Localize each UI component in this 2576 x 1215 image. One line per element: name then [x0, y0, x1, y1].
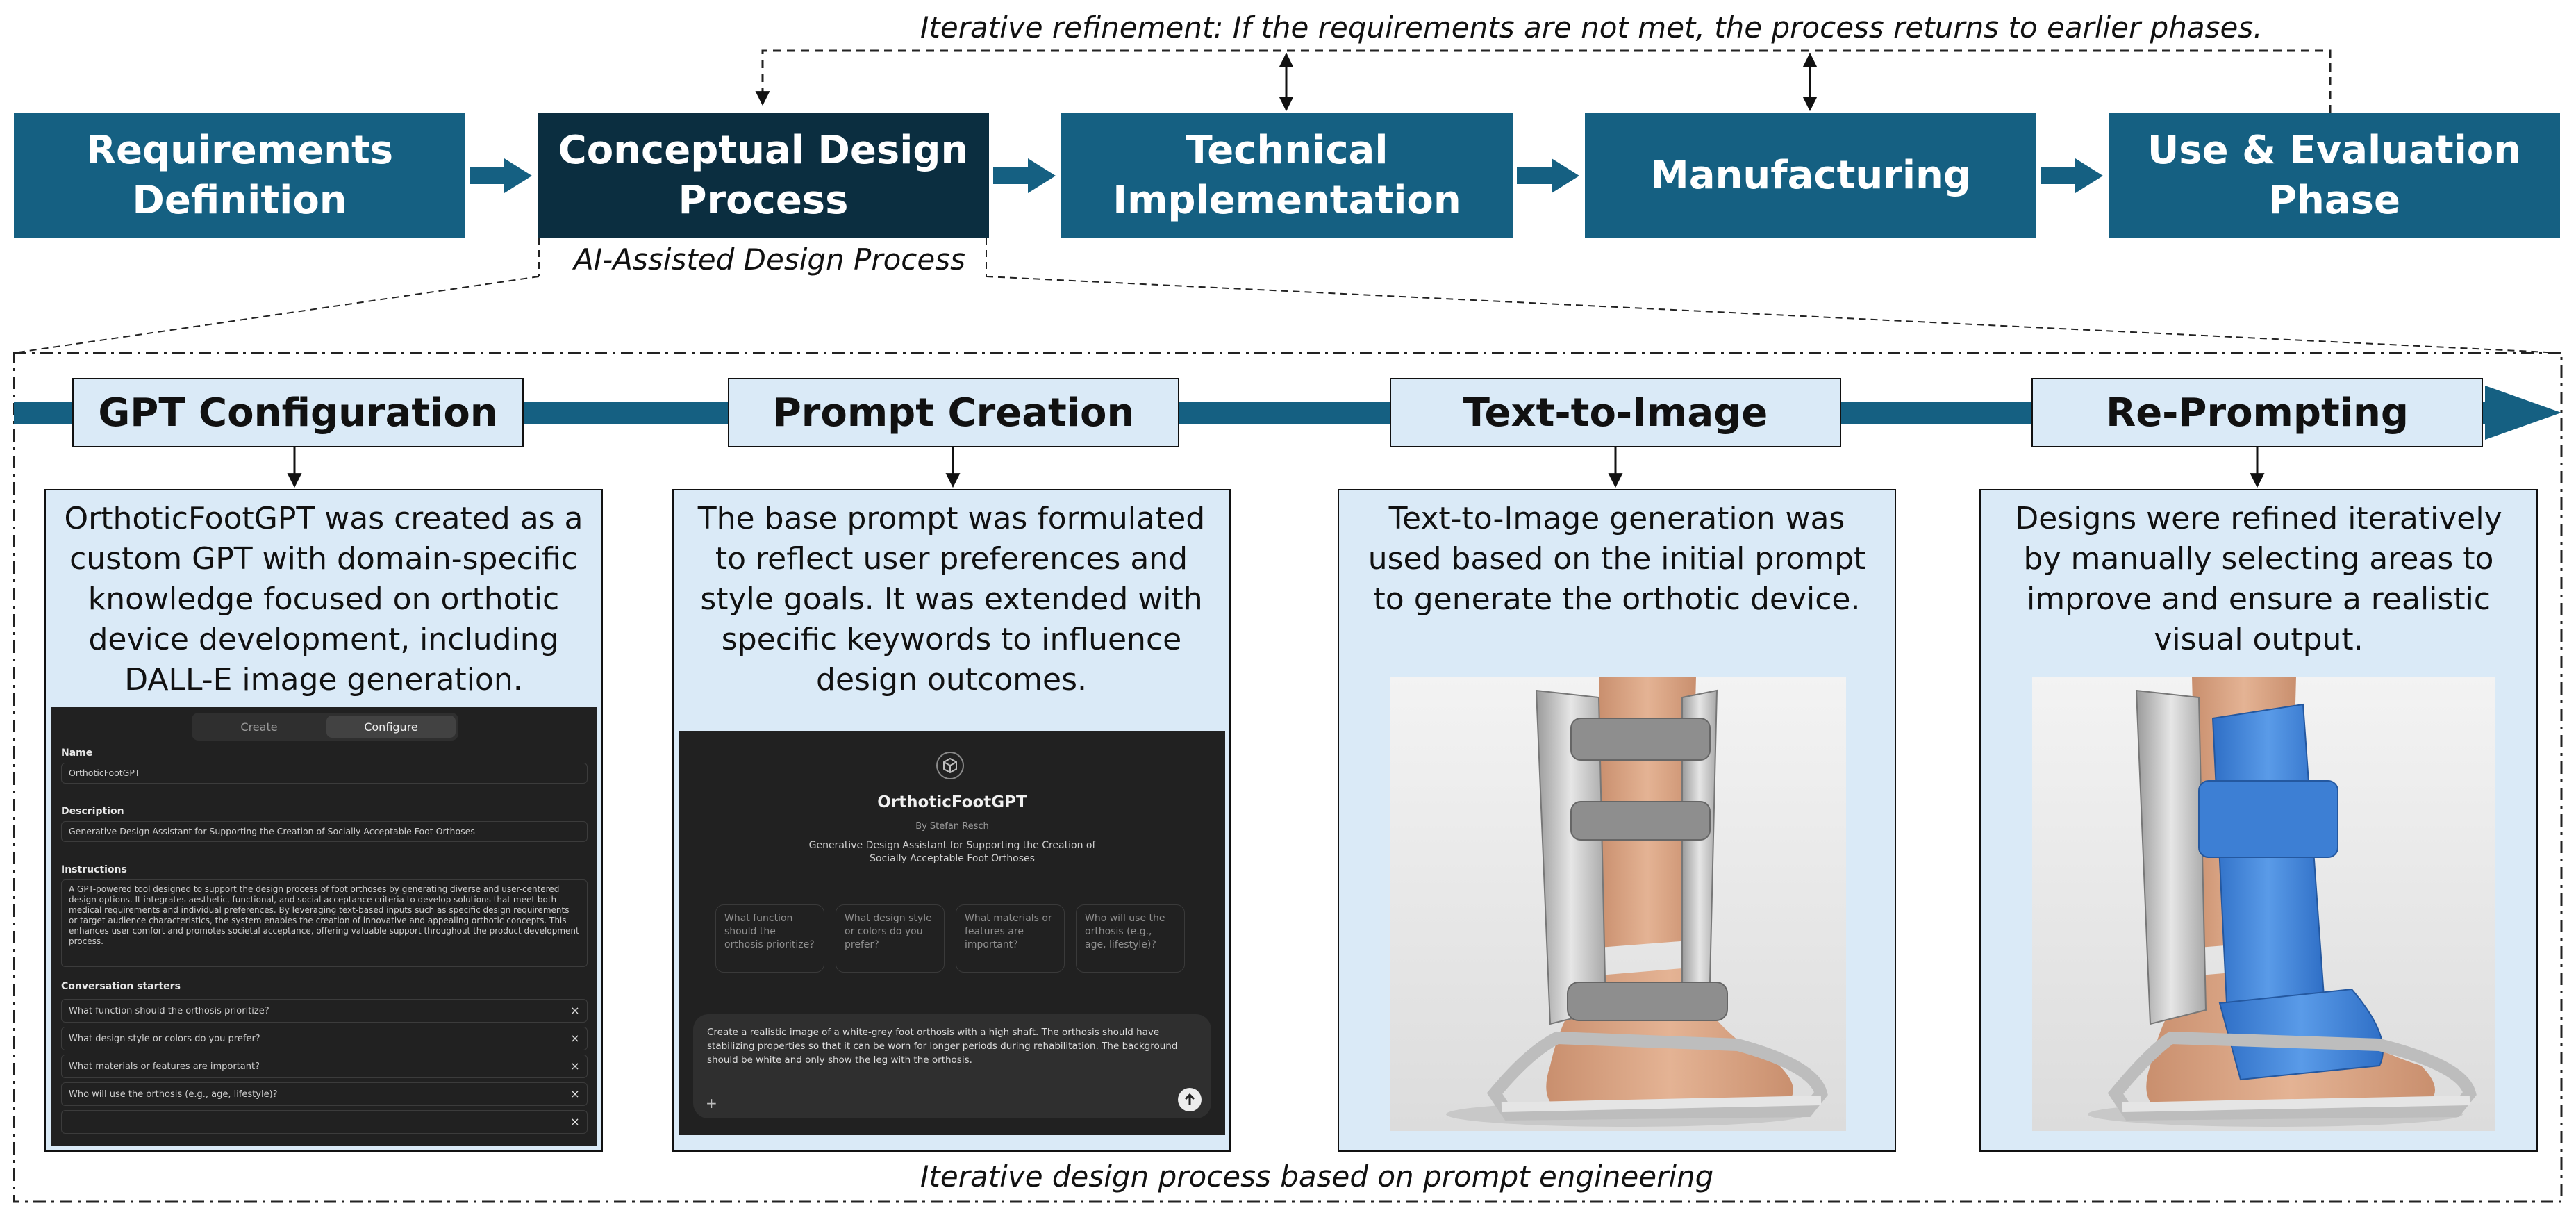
panel-text-to-image: Text-to-Image generation was used based …	[1338, 489, 1896, 1152]
gpt-configure-screenshot: Create Configure Name OrthoticFootGPT De…	[51, 707, 597, 1146]
refinement-loop-line	[755, 49, 2332, 113]
panel-prompt-creation: The base prompt was formulated to reflec…	[672, 489, 1231, 1152]
zoom-line-left-diag	[13, 276, 540, 354]
remove-icon[interactable]: ×	[567, 1032, 583, 1045]
zoom-line-right-diag	[986, 276, 2562, 354]
instructions-field[interactable]: A GPT-powered tool designed to support t…	[61, 879, 588, 967]
phase-requirements-definition: Requirements Definition	[14, 113, 465, 238]
phase-arrow-3	[1517, 158, 1579, 193]
remove-icon[interactable]: ×	[567, 1059, 583, 1073]
tab-configure[interactable]: Configure	[326, 716, 456, 738]
send-button[interactable]	[1178, 1088, 1202, 1111]
phase-label: Technical Implementation	[1113, 128, 1461, 223]
gpt-title: OrthoticFootGPT	[877, 793, 1027, 811]
step-label-re-prompting: Re-Prompting	[2031, 378, 2483, 447]
conversation-starters-label: Conversation starters	[61, 981, 181, 992]
starter-card[interactable]: What design style or colors do you prefe…	[836, 904, 945, 973]
mode-tab-bar: Create Configure	[192, 713, 458, 741]
arrow-up-icon	[1184, 1093, 1195, 1105]
bottom-note: Iterative design process based on prompt…	[920, 1159, 1714, 1193]
panel-description: Text-to-Image generation was used based …	[1368, 501, 1866, 617]
panel-description: Designs were refined iteratively by manu…	[2015, 501, 2502, 657]
starter-item[interactable]: What function should the orthosis priori…	[61, 999, 588, 1023]
instructions-label: Instructions	[61, 864, 127, 875]
gpt-byline: By Stefan Resch	[915, 821, 989, 832]
phase-arrow-1	[470, 158, 532, 193]
phase-label: Requirements Definition	[85, 128, 394, 223]
step-label-gpt-configuration: GPT Configuration	[72, 378, 524, 447]
name-field[interactable]: OrthoticFootGPT	[61, 763, 588, 784]
starter-text: Who will use the orthosis (e.g., age, li…	[69, 1089, 278, 1100]
name-label: Name	[61, 747, 93, 759]
starter-card[interactable]: Who will use the orthosis (e.g., age, li…	[1076, 904, 1185, 973]
phase-manufacturing: Manufacturing	[1585, 113, 2036, 238]
orthosis-grey-image	[1390, 677, 1846, 1131]
phase-arrow-4	[2041, 158, 2103, 193]
timeline-arrowhead	[2485, 386, 2561, 440]
gpt-description: Generative Design Assistant for Supporti…	[808, 840, 1096, 864]
description-label: Description	[61, 806, 124, 817]
phase-label: Manufacturing	[1650, 153, 1971, 198]
remove-icon[interactable]: ×	[567, 1115, 583, 1129]
detail-frame	[13, 352, 2563, 1203]
tab-create[interactable]: Create	[240, 720, 278, 734]
panel-gpt-configuration: OrthoticFootGPT was created as a custom …	[44, 489, 603, 1152]
starter-card[interactable]: What function should the orthosis priori…	[715, 904, 824, 973]
step-label-prompt-creation: Prompt Creation	[728, 378, 1179, 447]
phase-technical-implementation: Technical Implementation	[1061, 113, 1513, 238]
phase-label: Use & Evaluation Phase	[2147, 128, 2522, 223]
starter-card[interactable]: What materials or features are important…	[956, 904, 1065, 973]
phase-arrow-2	[993, 158, 1056, 193]
chat-preview-screenshot: OrthoticFootGPT By Stefan Resch Generati…	[679, 731, 1225, 1135]
remove-icon[interactable]: ×	[567, 1087, 583, 1101]
plus-icon[interactable]: +	[706, 1095, 717, 1111]
cube-icon	[943, 757, 957, 774]
starter-item[interactable]: Who will use the orthosis (e.g., age, li…	[61, 1082, 588, 1106]
description-field[interactable]: Generative Design Assistant for Supporti…	[61, 821, 588, 842]
phase-label: Conceptual Design Process	[558, 128, 969, 223]
starter-text: What materials or features are important…	[69, 1061, 260, 1072]
starter-item[interactable]: What materials or features are important…	[61, 1055, 588, 1078]
prompt-text: Create a realistic image of a white-grey…	[707, 1027, 1178, 1066]
phase-conceptual-design: Conceptual Design Process	[538, 113, 989, 238]
starter-text: What design style or colors do you prefe…	[69, 1033, 260, 1044]
orthosis-blue-image	[2032, 677, 2495, 1131]
starter-item[interactable]: What design style or colors do you prefe…	[61, 1027, 588, 1050]
gpt-logo-icon	[936, 752, 964, 779]
iteration-note: Iterative refinement: If the requirement…	[920, 10, 2263, 44]
step-label-text-to-image: Text-to-Image	[1390, 378, 1841, 447]
remove-icon[interactable]: ×	[567, 1004, 583, 1018]
phase-use-evaluation: Use & Evaluation Phase	[2109, 113, 2560, 238]
starter-text: What function should the orthosis priori…	[69, 1005, 269, 1016]
panel-description: OrthoticFootGPT was created as a custom …	[64, 501, 583, 697]
panel-re-prompting: Designs were refined iteratively by manu…	[1979, 489, 2538, 1152]
starter-item-empty[interactable]: ×	[61, 1110, 588, 1134]
ai-assisted-note: AI-Assisted Design Process	[574, 242, 965, 276]
prompt-input[interactable]: Create a realistic image of a white-grey…	[693, 1014, 1211, 1118]
panel-description: The base prompt was formulated to reflec…	[697, 501, 1206, 697]
